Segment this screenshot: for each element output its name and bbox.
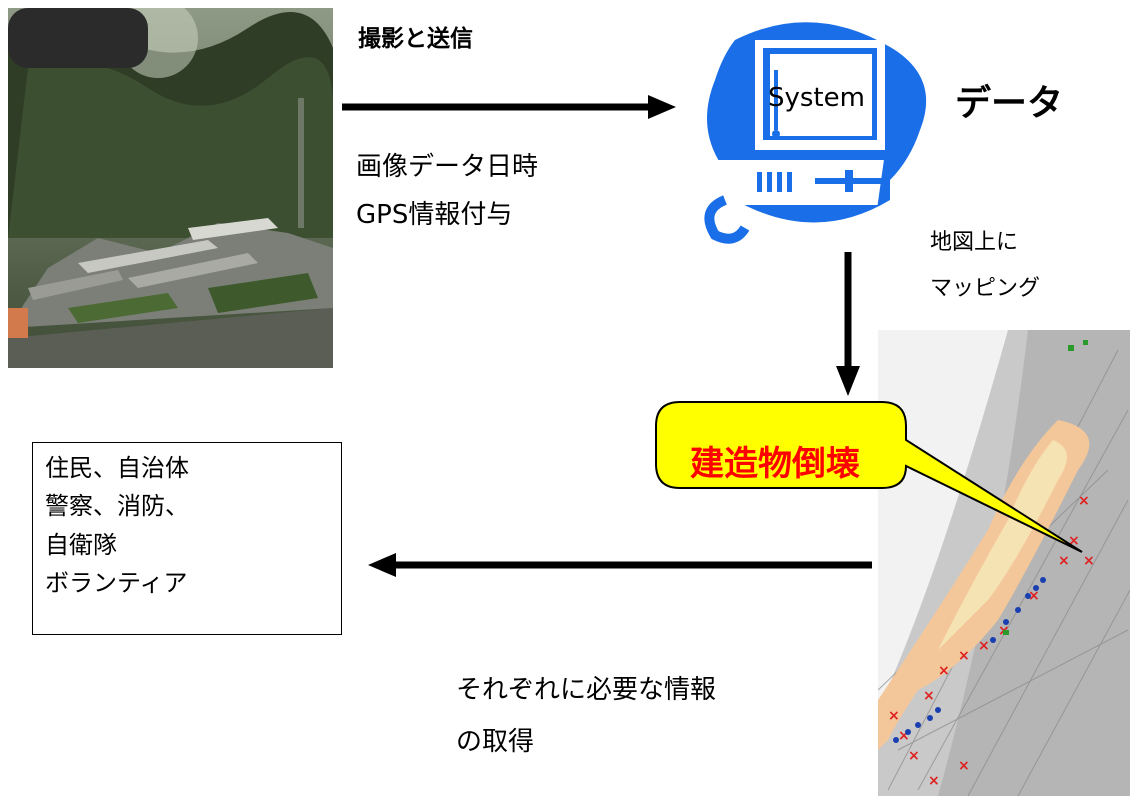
capture-send-label: 撮影と送信: [358, 26, 473, 52]
stakeholder-sdf: 自衛隊: [45, 530, 117, 559]
system-label: System: [768, 83, 865, 113]
image-meta-line2: GPS情報付与: [356, 200, 513, 230]
arrow-to-callout: [836, 252, 860, 396]
svg-text:×: ×: [958, 758, 970, 774]
bottom-line1: それぞれに必要な情報: [456, 675, 717, 705]
arrow-to-stakeholders: [368, 553, 872, 577]
stakeholder-residents: 住民、自治体: [45, 454, 189, 482]
svg-text:×: ×: [923, 688, 935, 704]
svg-text:×: ×: [888, 708, 900, 724]
svg-text:×: ×: [1083, 553, 1095, 569]
svg-text:×: ×: [1078, 493, 1090, 509]
map-line1: 地図上に: [930, 230, 1019, 255]
bottom-line2: の取得: [456, 727, 535, 757]
image-meta-text: 画像データ日時 GPS情報付与: [356, 143, 538, 239]
svg-text:×: ×: [1028, 588, 1040, 604]
photo-disaster-site: [8, 8, 333, 368]
stakeholders-box: 住民、自治体 警察、消防、 自衛隊 ボランティア: [32, 442, 342, 635]
callout-text: 建造物倒壊: [690, 444, 860, 484]
callout-bubble: [655, 401, 1083, 553]
svg-text:×: ×: [978, 638, 990, 654]
svg-text:×: ×: [1058, 553, 1070, 569]
svg-text:×: ×: [908, 748, 920, 764]
svg-text:×: ×: [938, 663, 950, 679]
svg-text:×: ×: [928, 773, 940, 789]
stakeholder-volunteers: ボランティア: [45, 569, 188, 598]
arrow-to-system: [342, 95, 676, 119]
svg-text:×: ×: [898, 728, 910, 744]
svg-text:×: ×: [1068, 533, 1080, 549]
map-mapping-label: 地図上に マッピング: [930, 220, 1040, 312]
data-label: データ: [955, 83, 1064, 124]
image-meta-line1: 画像データ日時: [356, 152, 539, 182]
svg-text:×: ×: [958, 648, 970, 664]
bottom-text: それぞれに必要な情報 の取得: [456, 664, 716, 768]
computer-icon: [704, 22, 927, 244]
stakeholder-police-fire: 警察、消防、: [45, 492, 189, 521]
map-image: ××× ××× ××× ××× ×××: [878, 330, 1130, 796]
map-line2: マッピング: [930, 276, 1041, 301]
